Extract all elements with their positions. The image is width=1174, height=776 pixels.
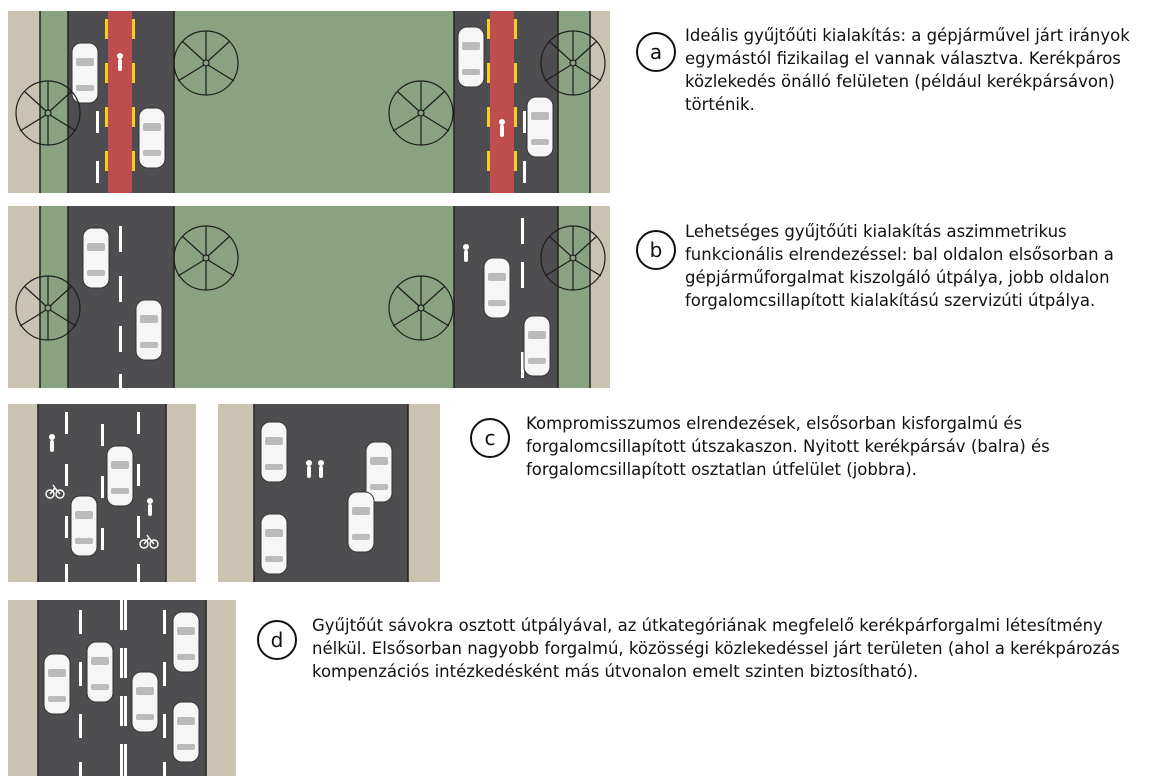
yellow-lane-markings [105,19,517,171]
description-a: Ideális gyűjtőúti kialakítás: a gépjármű… [685,26,1130,114]
label-badge-c: c [470,418,510,458]
car-icon [457,26,485,88]
car-icon [172,701,200,763]
cyclist-icon [499,119,505,137]
tree-icon [173,225,239,291]
tree-icon [173,30,239,96]
car-icon [71,42,99,104]
cyclist-icon [318,460,324,478]
car-icon [82,227,110,289]
car-icon [260,421,288,483]
tree-icon [15,80,81,146]
car-icon [365,441,393,503]
road-diagram-c-right [218,404,440,582]
description-c: Kompromisszumos elrendezések, elsősorban… [526,414,1050,479]
car-icon [135,299,163,361]
road-diagram-b [8,206,610,388]
label-badge-a: a [636,32,676,72]
road-diagram-c-left [8,404,196,582]
tree-icon [388,80,454,146]
car-icon [347,491,375,553]
car-icon [43,653,71,715]
car-icon [483,257,511,319]
car-icon [260,513,288,575]
cyclist-icon [463,244,469,262]
car-icon [523,315,551,377]
label-badge-b: b [636,230,676,270]
bicycle-symbol-icon [45,484,65,499]
car-icon [138,107,166,169]
car-icon [70,495,98,557]
description-d: Gyűjtőút sávokra osztott útpályával, az … [312,616,1120,681]
cyclist-icon [147,498,153,516]
cyclist-icon [49,434,55,452]
road-diagram-a [8,11,610,193]
tree-icon [15,275,81,341]
car-icon [172,611,200,673]
car-icon [106,445,134,507]
cyclist-icon [306,460,312,478]
car-icon [86,641,114,703]
cyclist-icon [117,53,123,71]
tree-icon [388,275,454,341]
car-icon [526,96,554,158]
road-diagram-d [8,600,236,776]
car-icon [131,671,159,733]
label-badge-d: d [257,620,297,660]
description-b: Lehetséges gyűjtőúti kialakítás aszimmet… [685,222,1114,310]
bicycle-symbol-icon [139,534,159,549]
tree-icon [540,30,606,96]
tree-icon [540,225,606,291]
